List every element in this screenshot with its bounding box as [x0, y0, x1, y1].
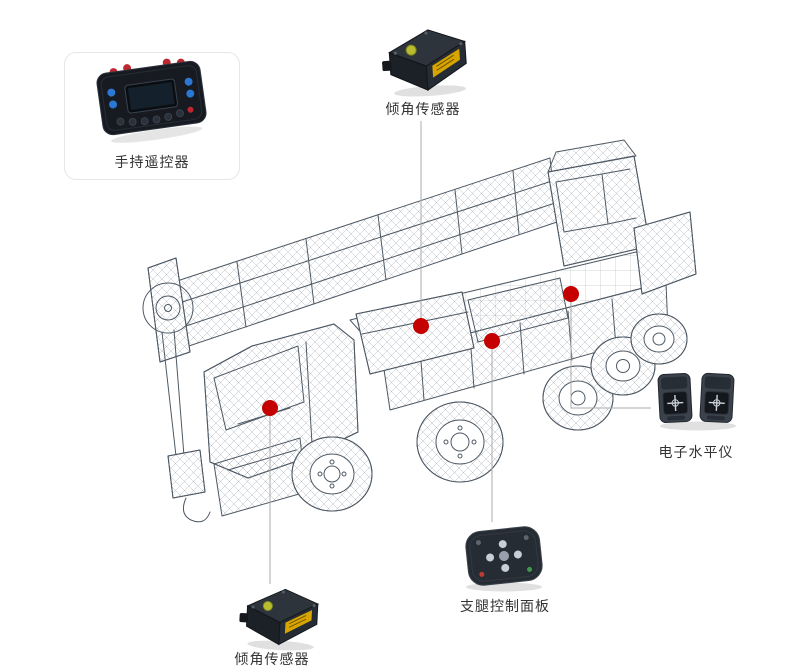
tilt-sensor-top-callout — [379, 17, 477, 106]
outrigger-panel-image — [465, 526, 543, 592]
mount-point-dot — [484, 333, 500, 349]
connector-line — [570, 298, 651, 409]
outrigger-panel-callout — [458, 520, 550, 599]
tilt-sensor-image — [382, 29, 467, 97]
tilt-sensor-bottom-callout — [234, 578, 330, 660]
remote-label: 手持遥控器 — [114, 154, 190, 170]
tilt-sensor-bottom-label: 倾角传感器 — [234, 651, 310, 666]
outrigger-panel-label: 支腿控制面板 — [460, 598, 550, 614]
electronic-level-callout — [654, 366, 742, 437]
electronic-level-image — [657, 372, 736, 431]
tilt-sensor-image — [239, 588, 319, 651]
remote-callout-card: 手持遥控器 — [64, 52, 240, 180]
electronic-level-label: 电子水平仪 — [658, 444, 734, 460]
tilt-sensor-top-label: 倾角传感器 — [385, 101, 461, 117]
mount-point-dot — [413, 318, 429, 334]
mount-point-dot — [262, 400, 278, 416]
mount-point-dot — [563, 286, 579, 302]
handheld-remote-image — [86, 49, 217, 154]
